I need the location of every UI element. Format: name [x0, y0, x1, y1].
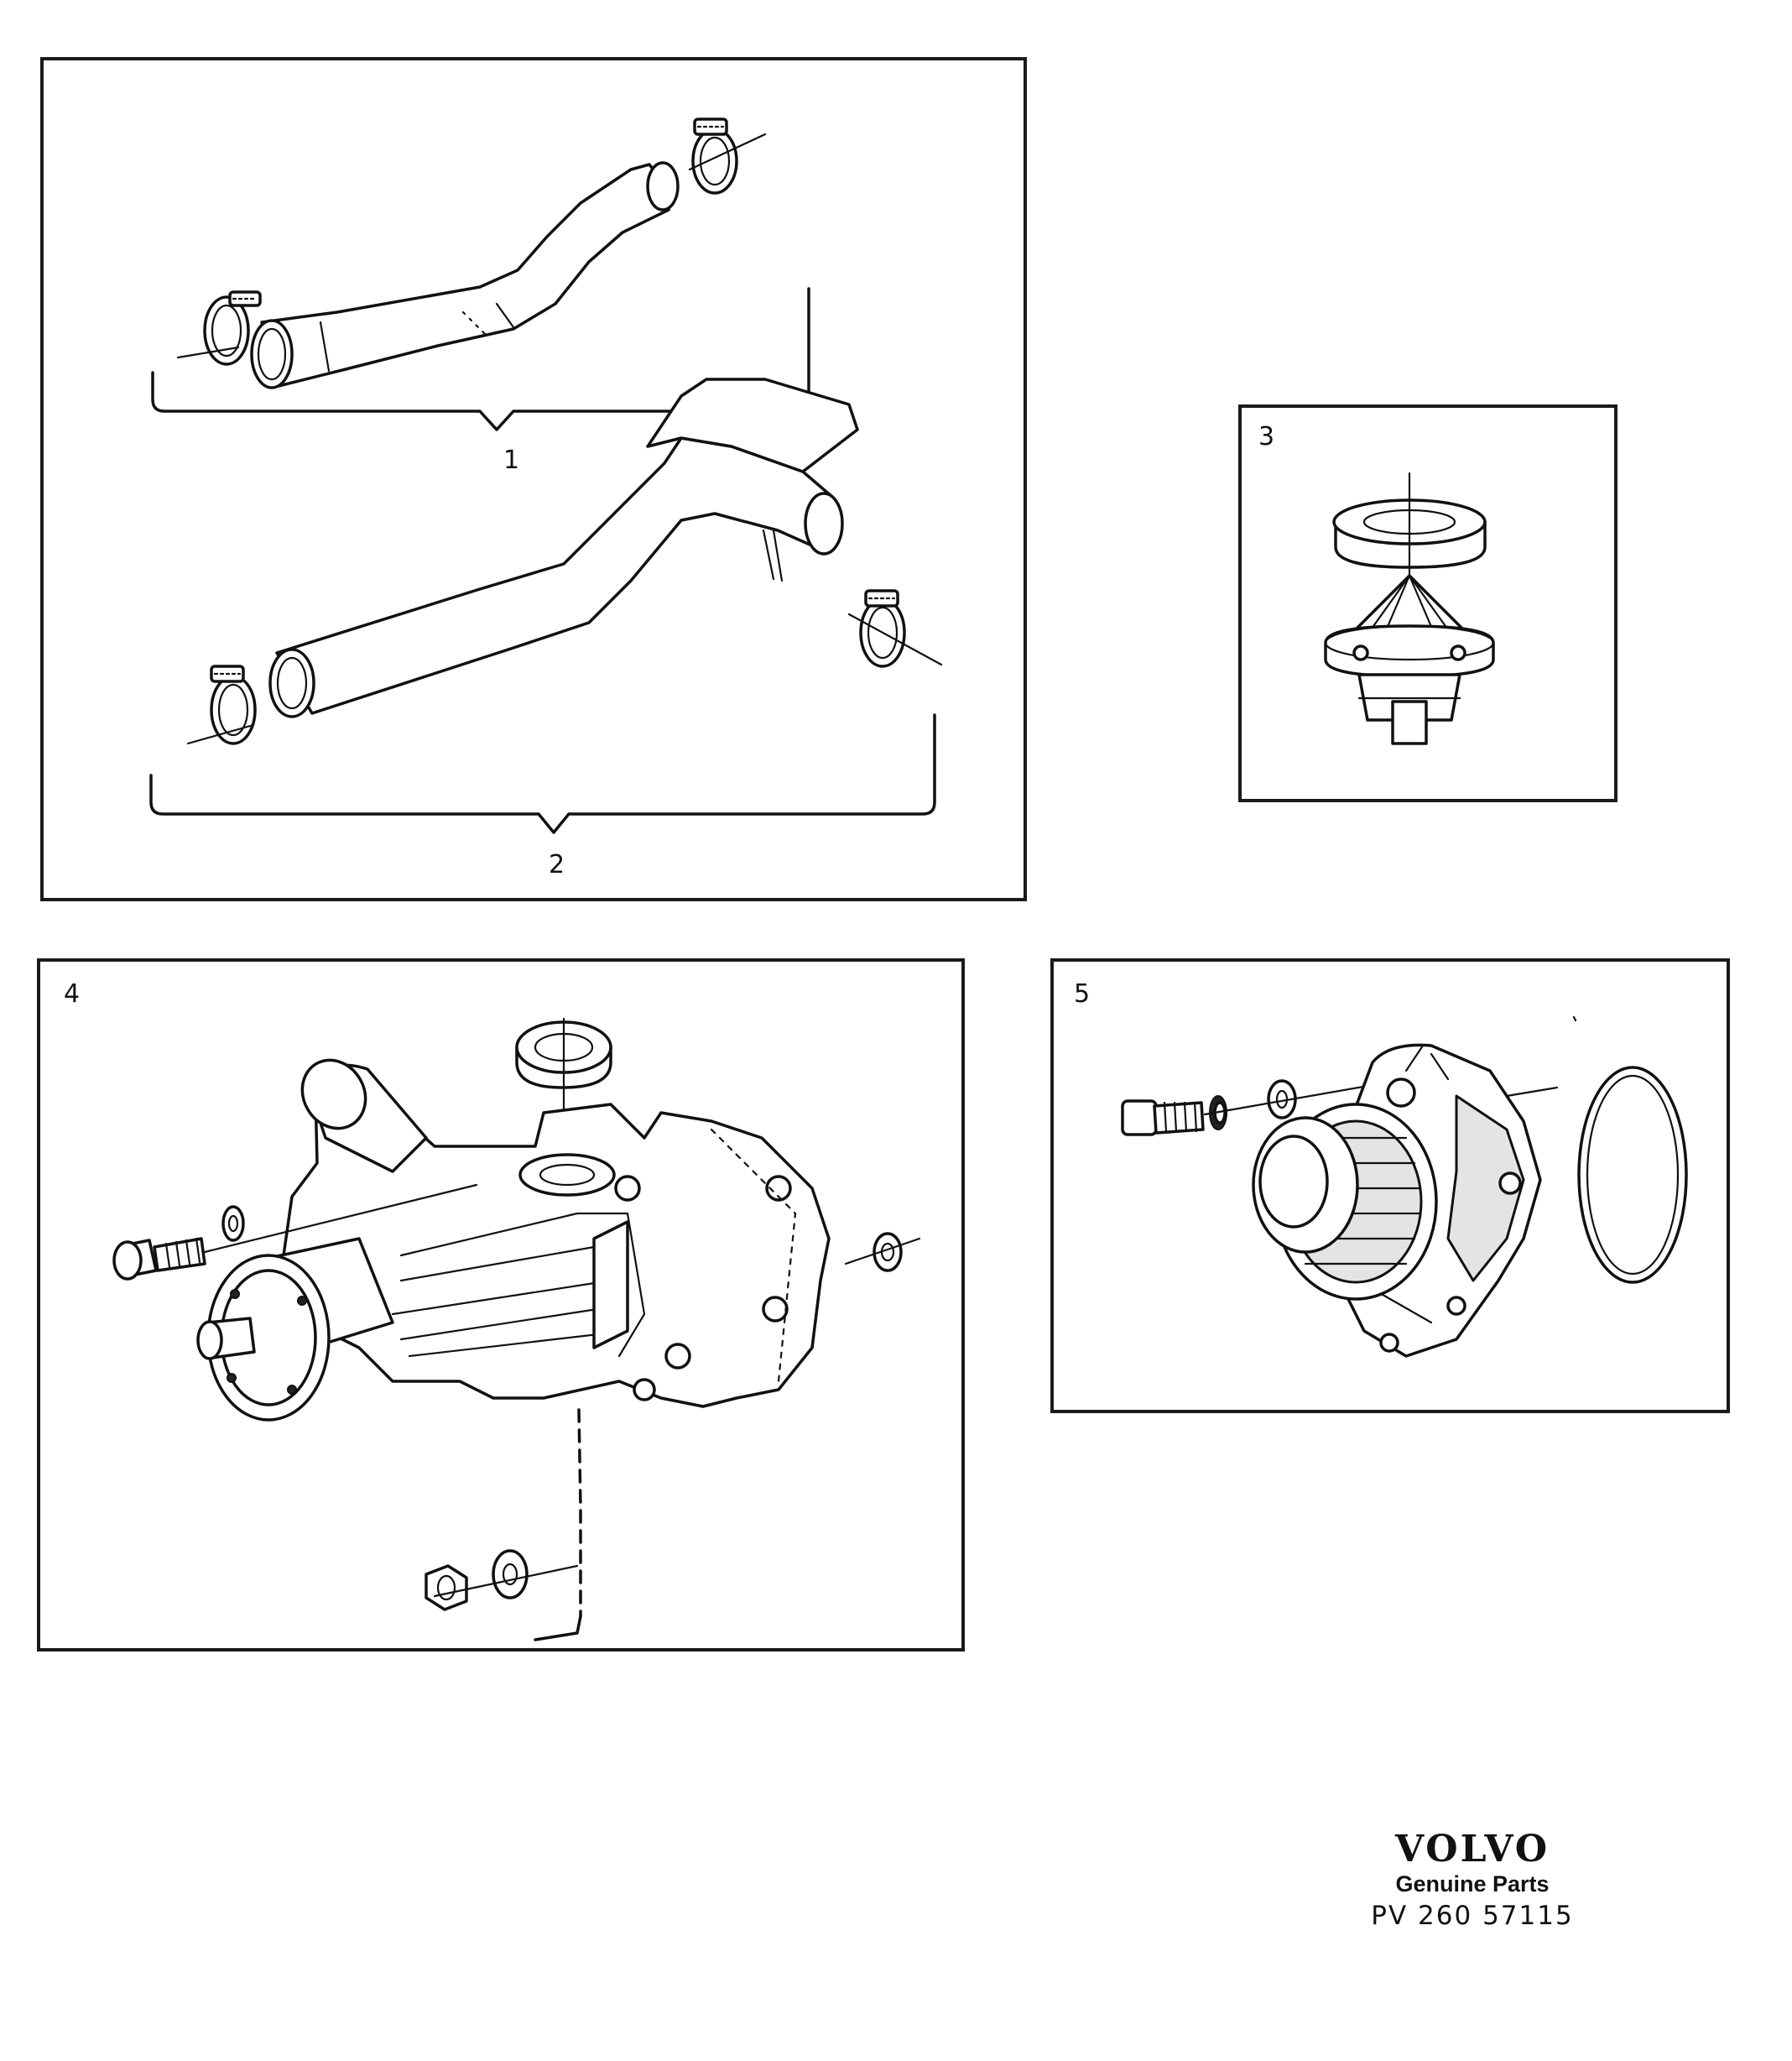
pump-nut	[425, 1564, 468, 1611]
pump-seal-ring	[515, 1017, 612, 1148]
hose-clamp	[210, 665, 257, 745]
pump-o-ring	[1577, 1066, 1688, 1284]
water-pump-4-illustration	[112, 1017, 921, 1641]
pump-washer	[221, 1205, 245, 1242]
thermostat-panel: 3	[1238, 404, 1617, 802]
thermostat-body	[1324, 574, 1495, 745]
pump-housing	[196, 1058, 831, 1422]
pump-washer	[492, 1549, 529, 1599]
callout-5: 5	[1074, 979, 1091, 1009]
pump-sprocket	[1252, 1103, 1438, 1301]
hose-clamp	[691, 117, 738, 195]
hoses-illustration	[149, 117, 943, 834]
callout-1: 1	[503, 446, 520, 475]
lower-hose	[268, 378, 859, 718]
thermostat-seal	[1332, 472, 1487, 586]
water-pump-panel-4: 4	[37, 958, 965, 1651]
volvo-logo: VOLVO	[1394, 1828, 1550, 1871]
callout-4: 4	[64, 979, 81, 1009]
water-pump-panel-5: 5	[1050, 958, 1730, 1413]
brand-block: VOLVO Genuine Parts PV 260 57115	[1359, 1829, 1586, 1933]
bracket-2	[149, 713, 936, 834]
hose-clamp	[859, 589, 906, 668]
catalog-code: PV 260 57115	[1371, 1901, 1574, 1932]
pump-bolt	[112, 1183, 478, 1281]
callout-2: 2	[549, 850, 565, 879]
upper-hose	[250, 161, 680, 389]
callout-3: 3	[1258, 422, 1275, 451]
hoses-panel: 1 2	[40, 57, 1027, 901]
pump-washer	[844, 1232, 921, 1272]
brand-tagline: Genuine Parts	[1395, 1871, 1550, 1897]
thermostat-illustration	[1324, 472, 1495, 745]
water-pump-5-illustration	[1121, 1015, 1688, 1358]
pump-bolt	[1121, 1099, 1205, 1136]
